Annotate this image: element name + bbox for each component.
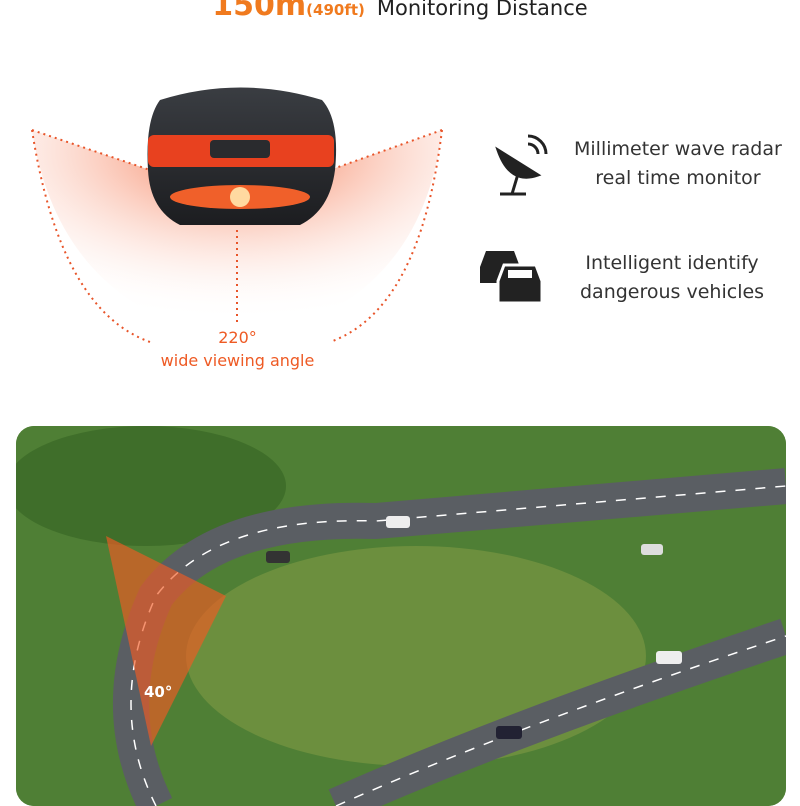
detection-cone: [106, 536, 226, 746]
angle-value: 220°: [218, 328, 257, 347]
feature-vehicles-line2: dangerous vehicles: [580, 281, 765, 303]
road-scene: [16, 426, 786, 806]
distance-feet: (490ft): [306, 1, 365, 19]
radar-dish-icon: [495, 134, 548, 196]
feature-vehicles-line1: Intelligent identify: [585, 252, 759, 274]
feature-radar-line1: Millimeter wave radar: [574, 138, 782, 160]
radar-light-illustration: [31, 87, 443, 343]
angle-label: wide viewing angle: [160, 351, 315, 370]
feature-radar-line2: real time monitor: [595, 167, 761, 189]
feature-radar: Millimeter wave radar real time monitor: [490, 130, 782, 198]
headline: 150m(490ft) Monitoring Distance: [0, 0, 800, 23]
detection-angle-label: 40°: [144, 683, 173, 701]
feature-vehicles: Intelligent identify dangerous vehicles: [476, 245, 764, 311]
distance-value: 150m: [212, 0, 307, 23]
aerial-road-photo: 40°: [16, 426, 786, 806]
tail-light-device: [147, 87, 337, 225]
viewing-angle-caption: 220° wide viewing angle: [130, 326, 345, 372]
cars-icon: [480, 251, 544, 305]
headline-label: Monitoring Distance: [376, 0, 588, 20]
